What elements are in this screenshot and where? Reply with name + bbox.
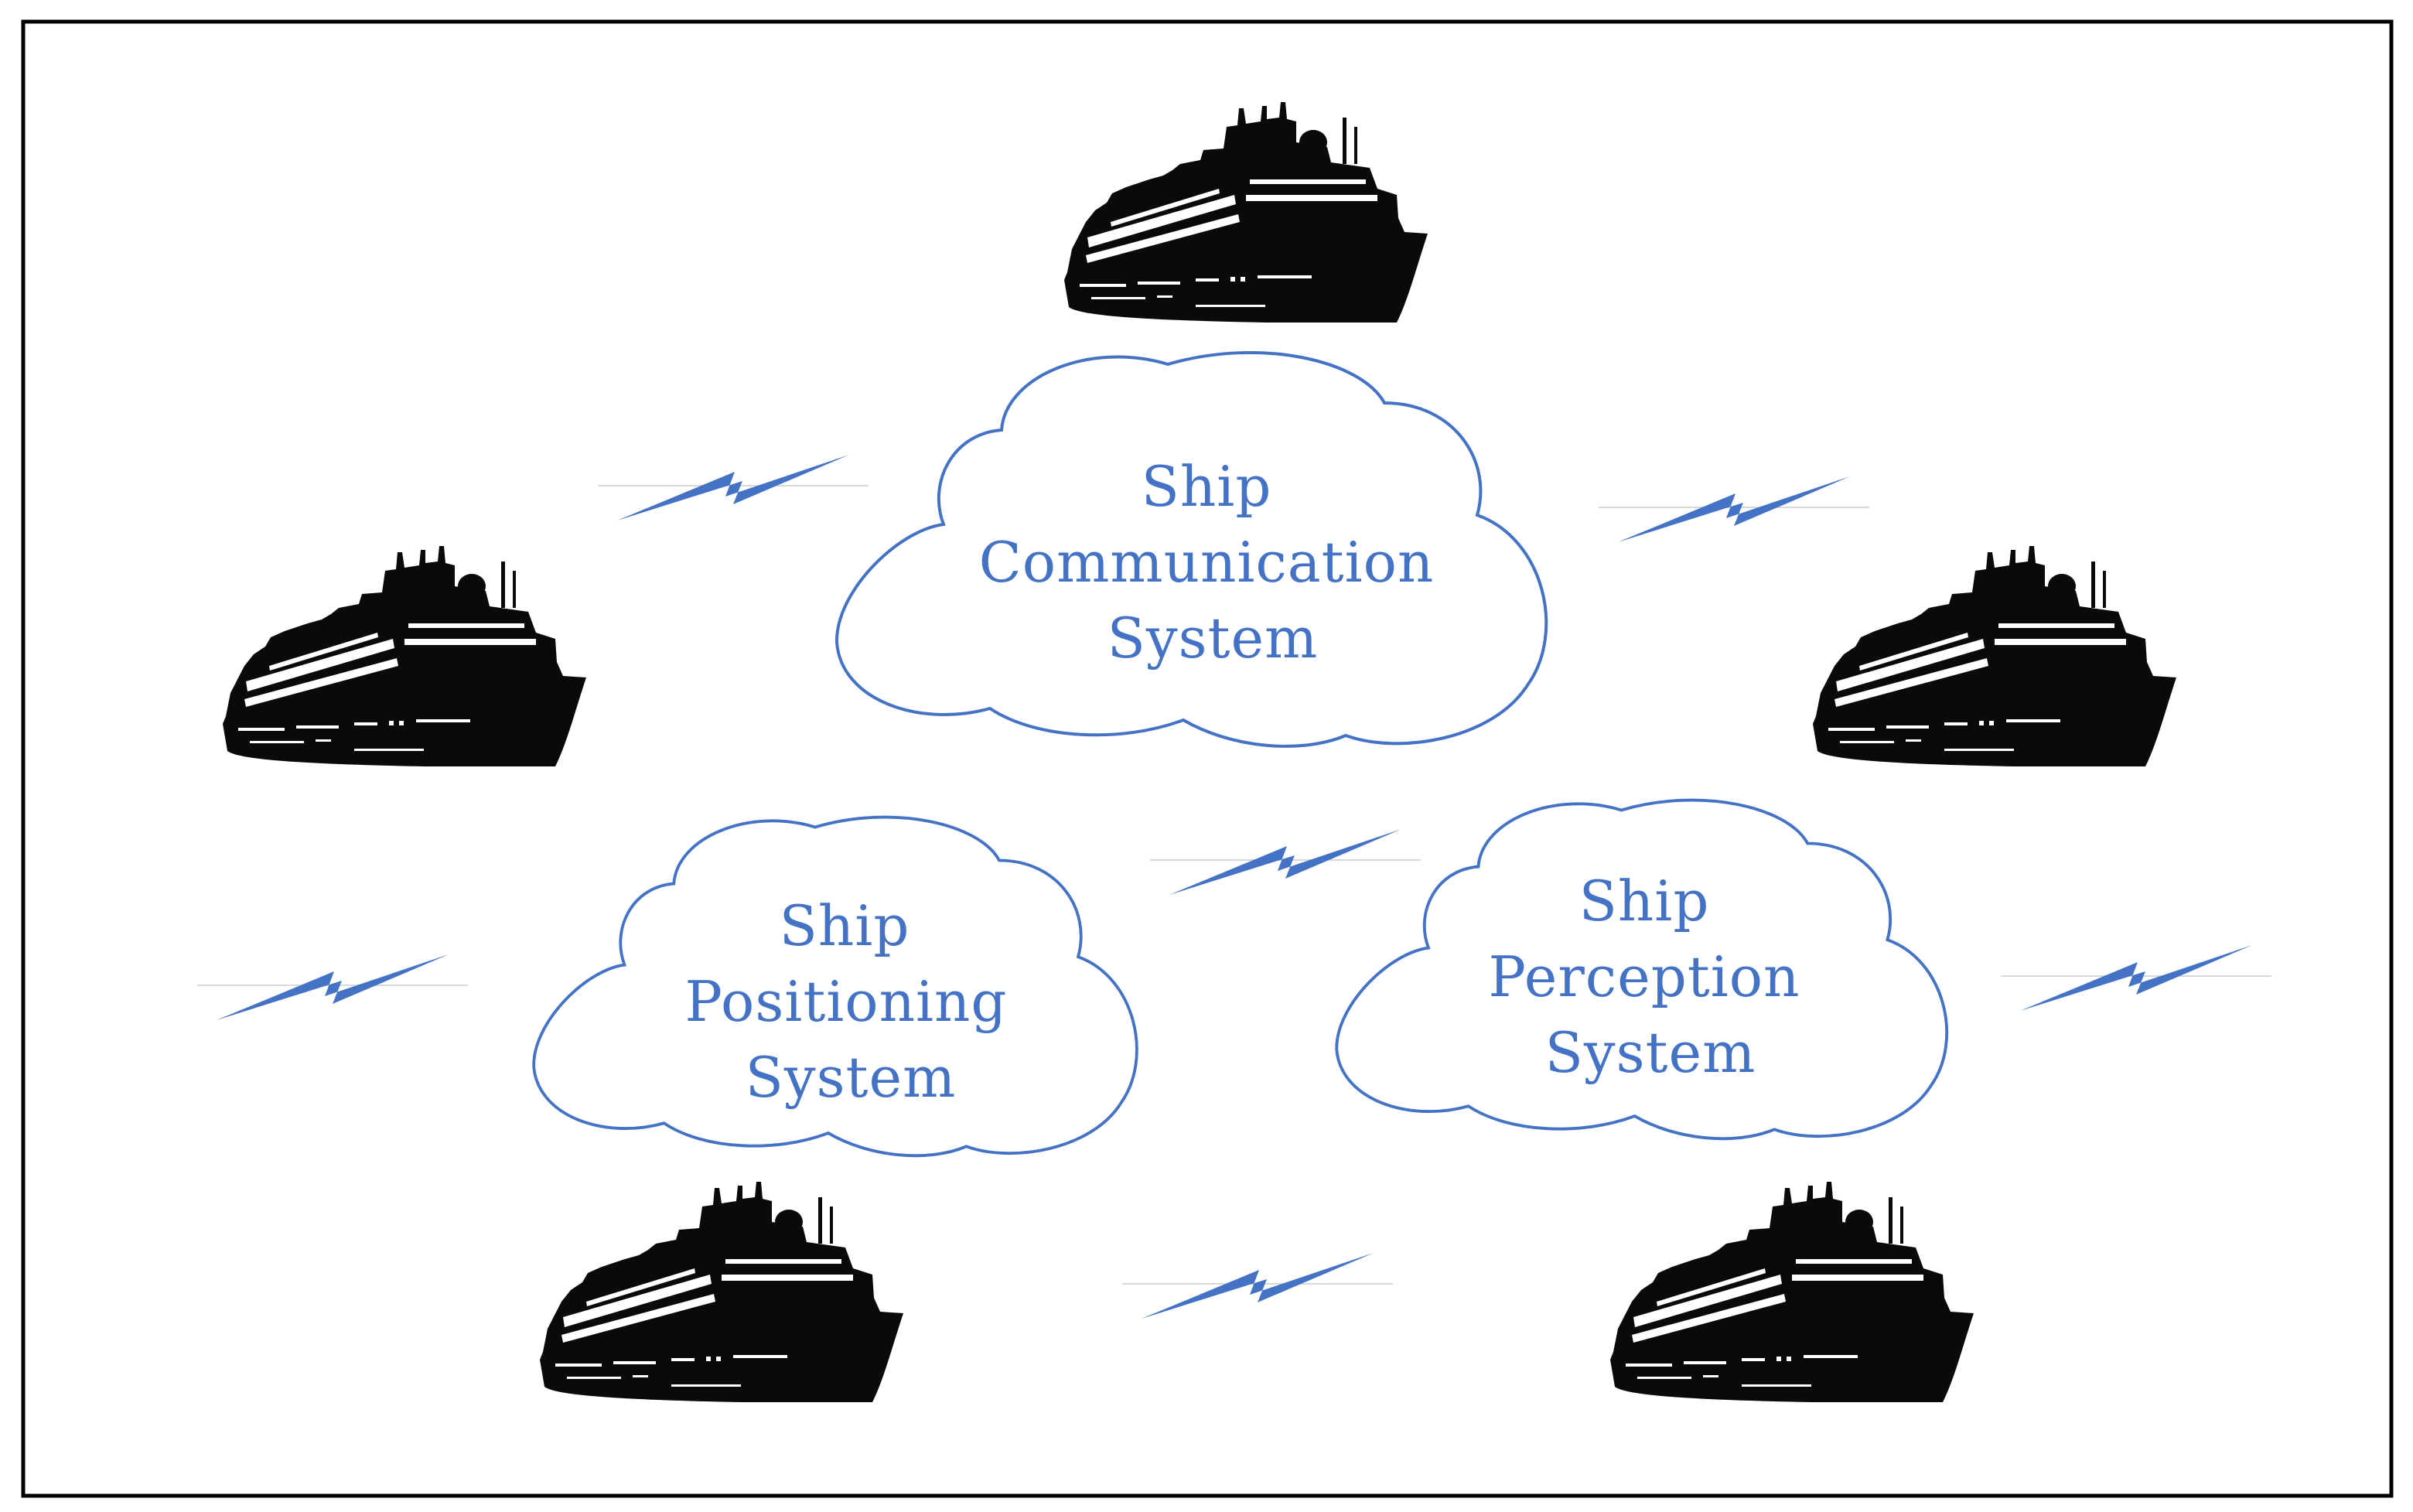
cloud-positioning: Ship Positioning System	[532, 815, 1138, 1158]
cloud-communication-line-1: Ship	[1142, 454, 1272, 519]
cloud-communication: Ship Communication System	[834, 350, 1548, 748]
cloud-perception-line-1: Ship	[1579, 869, 1710, 933]
cloud-perception-line-2: Perception	[1489, 944, 1800, 1009]
cloud-positioning-line-2: Positioning	[684, 969, 1007, 1034]
cloud-positioning-line-1: Ship	[780, 893, 910, 958]
cloud-communication-line-2: Communication	[979, 530, 1435, 595]
cloud-perception-line-3: System	[1545, 1020, 1756, 1085]
cloud-perception: Ship Perception System	[1335, 798, 1949, 1141]
cloud-communication-line-3: System	[1108, 606, 1319, 671]
cloud-positioning-line-3: System	[746, 1045, 957, 1110]
